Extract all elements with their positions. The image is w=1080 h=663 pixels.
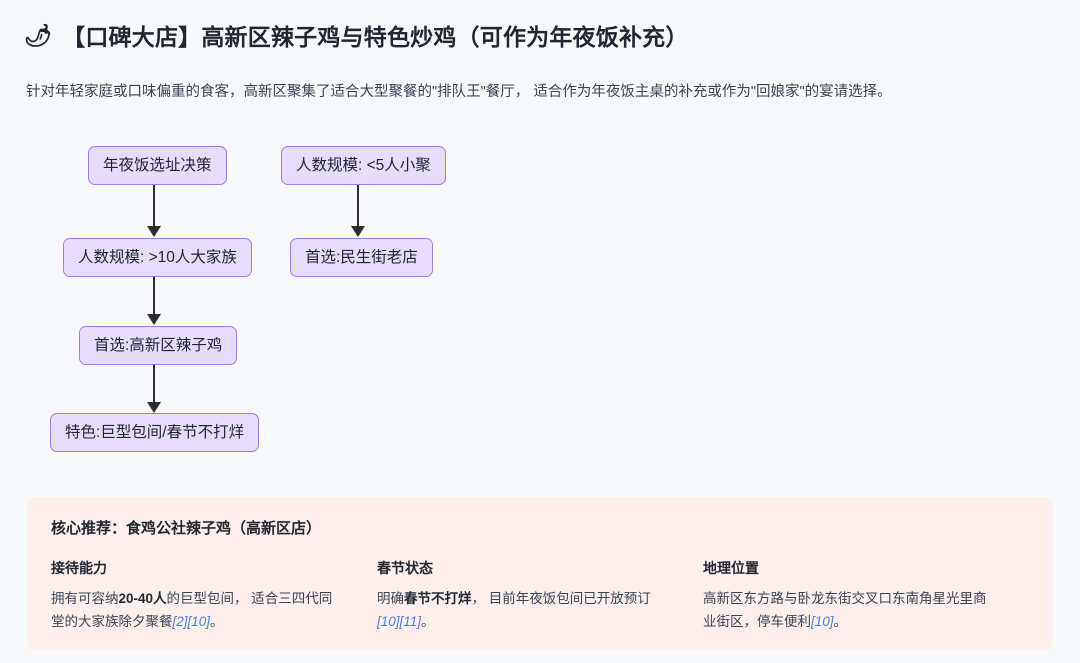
body-text-end: 。	[210, 614, 224, 630]
body-text-strong: 20-40人	[118, 591, 167, 606]
flow-edge-pick-to-feature	[153, 365, 155, 406]
recommendation-column: 春节状态 明确春节不打烊， 目前年夜饭包间已开放预订 [10][11]。	[377, 558, 703, 633]
body-text-pre: 明确	[377, 591, 404, 606]
recommendation-title: 核心推荐：食鸡公社辣子鸡（高新区店）	[51, 520, 322, 537]
body-text-end: 。	[833, 614, 848, 630]
column-heading: 接待能力	[51, 560, 107, 576]
intro-paragraph: 针对年轻家庭或口味偏重的食客，高新区聚集了适合大型聚餐的"排队王"餐厅， 适合作…	[26, 84, 892, 100]
flow-arrowhead-icon	[351, 226, 365, 237]
flow-node-root[interactable]: 年夜饭选址决策	[88, 146, 227, 185]
citation-link[interactable]: [10]	[377, 614, 400, 630]
recommendation-column: 地理位置 高新区东方路与卧龙东街交叉口东南角星光里商业街区，停车便利[10]。	[703, 558, 1029, 633]
body-text-pre: 拥有可容纳	[51, 591, 119, 606]
citation-link[interactable]: [11]	[399, 614, 422, 630]
recommendation-columns: 接待能力 拥有可容纳20-40人的巨型包间， 适合三四代同堂的大家族除夕聚餐[2…	[51, 558, 1029, 633]
citation-link[interactable]: [10]	[187, 614, 211, 630]
flow-edge-big-to-pick	[153, 277, 155, 318]
flow-node-feature[interactable]: 特色:巨型包间/春节不打烊	[50, 413, 260, 452]
flow-arrowhead-icon	[147, 226, 161, 237]
column-body: 拥有可容纳20-40人的巨型包间， 适合三四代同堂的大家族除夕聚餐[2][10]…	[51, 587, 339, 633]
column-body: 高新区东方路与卧龙东街交叉口东南角星光里商业街区，停车便利[10]。	[703, 587, 991, 633]
decision-flowchart: 年夜饭选址决策 人数规模: >10人大家族 首选:高新区辣子鸡 特色:巨型包间/…	[0, 140, 1080, 470]
column-heading: 春节状态	[377, 560, 433, 576]
chili-pepper-icon: 🌶	[24, 23, 53, 48]
citation-link[interactable]: [10]	[811, 614, 834, 630]
flow-node-pick-small[interactable]: 首选:民生街老店	[290, 238, 433, 277]
recommendation-column: 接待能力 拥有可容纳20-40人的巨型包间， 适合三四代同堂的大家族除夕聚餐[2…	[51, 558, 377, 633]
flow-edge-root-to-big	[153, 185, 155, 229]
column-body: 明确春节不打烊， 目前年夜饭包间已开放预订 [10][11]。	[377, 587, 665, 633]
flow-node-pick-big[interactable]: 首选:高新区辣子鸡	[79, 326, 238, 365]
body-text-pre: 高新区东方路与卧龙东街交叉口东南角星光里商业街区，停车便利	[703, 591, 987, 630]
flow-edge-small-to-pick	[357, 185, 359, 229]
citation-link[interactable]: [2]	[172, 614, 188, 630]
body-text-mid: 的巨型包间， 适合三四代同堂的大家族除夕聚餐	[51, 591, 333, 630]
recommendation-card: 核心推荐：食鸡公社辣子鸡（高新区店） 接待能力 拥有可容纳20-40人的巨型包间…	[27, 497, 1053, 650]
body-text-end: 。	[421, 614, 435, 630]
flow-arrowhead-icon	[147, 402, 161, 413]
flow-node-small-group[interactable]: 人数规模: <5人小聚	[281, 146, 446, 185]
flow-arrowhead-icon	[147, 314, 161, 325]
column-heading: 地理位置	[703, 560, 759, 576]
page-title-text: 【口碑大店】高新区辣子鸡与特色炒鸡（可作为年夜饭补充）	[62, 24, 689, 50]
body-text-mid: ， 目前年夜饭包间已开放预订	[471, 591, 651, 606]
page-title: 🌶 【口碑大店】高新区辣子鸡与特色炒鸡（可作为年夜饭补充）	[24, 18, 689, 52]
body-text-strong: 春节不打烊	[404, 591, 472, 606]
flow-node-big-family[interactable]: 人数规模: >10人大家族	[63, 238, 252, 277]
